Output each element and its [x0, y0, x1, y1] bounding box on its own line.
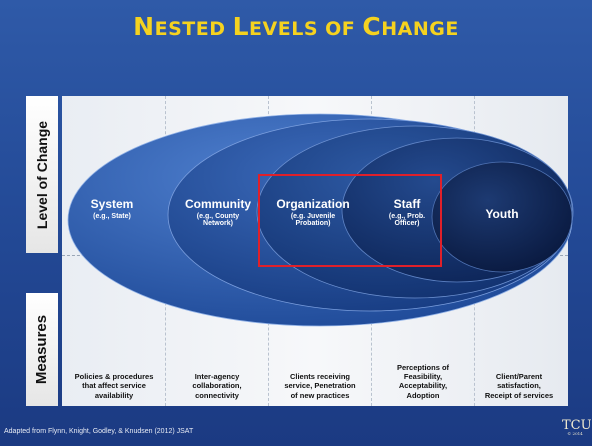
title-part: C [362, 12, 382, 41]
measure-system: Policies & procedures that affect servic… [74, 371, 154, 400]
measures-label: Measures [26, 293, 58, 406]
measure-staff: Perceptions of Feasibility, Acceptabilit… [396, 362, 450, 400]
title-part: L [232, 12, 250, 41]
level-example: (e.g., State) [93, 212, 131, 220]
level-label: Community [185, 197, 251, 211]
title-part: N [133, 12, 155, 41]
slide-title: NESTED LEVELS OF CHANGE [0, 12, 592, 41]
logo-year: © 2014 [567, 431, 583, 436]
title-part: ESTED [154, 18, 233, 40]
level-organization: Organization (e.g. Juvenile Probation) [262, 198, 364, 227]
measure-youth: Client/Parent satisfaction, Receipt of s… [484, 371, 554, 400]
title-part: EVELS OF [249, 18, 363, 40]
level-community: Community (e.g., County Network) [176, 198, 260, 227]
measure-organization: Clients receiving service, Penetration o… [284, 371, 356, 400]
level-system: System (e.g., State) [74, 198, 150, 220]
citation-footer: Adapted from Flynn, Knight, Godley, & Kn… [4, 428, 194, 435]
level-example: (e.g., Prob. Officer) [388, 212, 426, 227]
level-of-change-label: Level of Change [26, 96, 58, 253]
tcu-logo: TCU © 2014 [562, 418, 592, 444]
measure-community: Inter-agency collaboration, connectivity [192, 371, 242, 400]
logo-text: TCU [562, 418, 592, 433]
highlight-box [258, 174, 442, 267]
level-staff: Staff (e.g., Prob. Officer) [376, 198, 438, 227]
level-label: System [90, 197, 134, 211]
level-label: Youth [485, 207, 519, 221]
level-youth: Youth [470, 208, 534, 223]
title-part: HANGE [381, 18, 459, 40]
level-label: Staff [393, 197, 421, 211]
level-label: Organization [276, 197, 350, 211]
level-example: (e.g. Juvenile Probation) [290, 212, 336, 227]
level-example: (e.g., County Network) [196, 212, 240, 227]
youth-ellipse [431, 161, 573, 273]
